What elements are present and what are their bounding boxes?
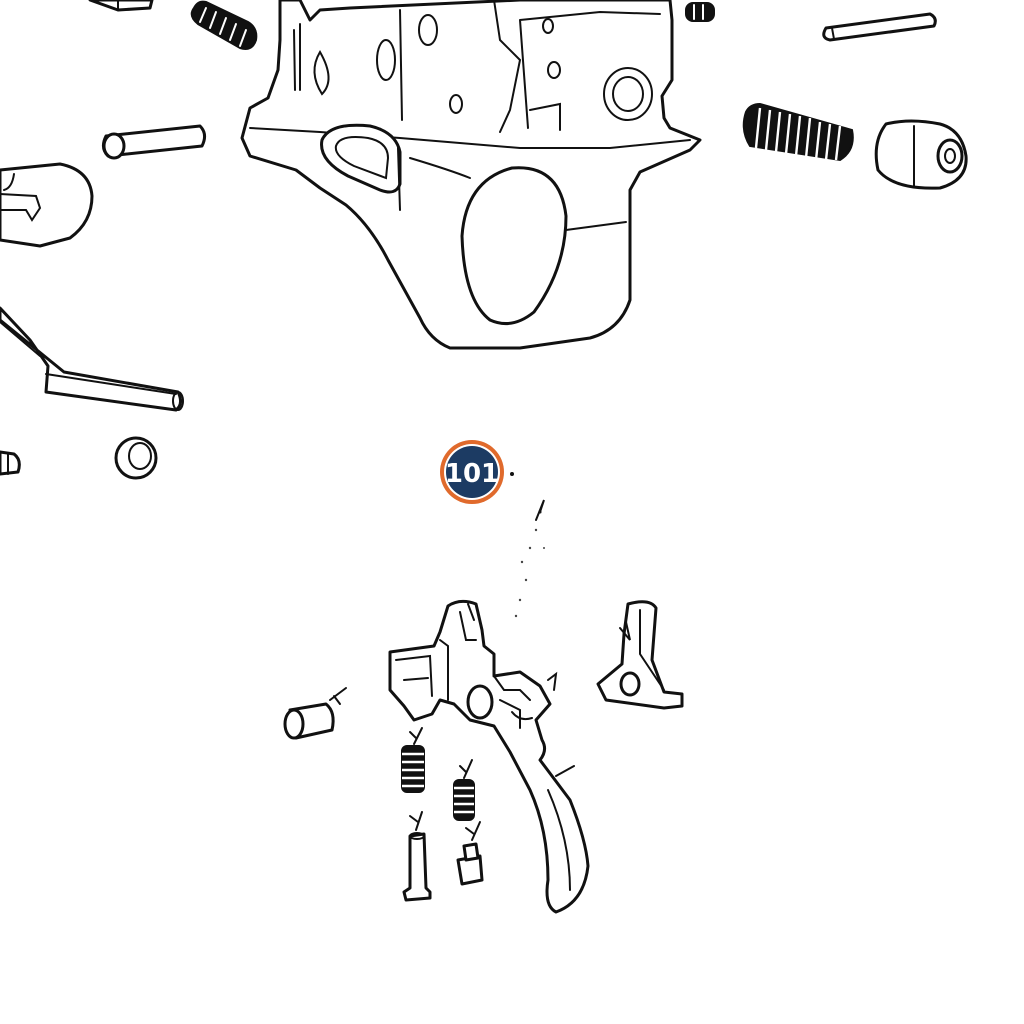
trigger-assembly (388, 599, 590, 914)
long-pin-top-right (822, 12, 937, 42)
safety-lever-part (0, 162, 94, 248)
coil-spring-right (742, 102, 854, 162)
callout-leader-dot (510, 472, 514, 476)
plunger-lower (456, 821, 484, 886)
bushing-lower-left (283, 687, 347, 740)
pin-left-upper (101, 124, 207, 160)
long-lever-left (0, 306, 184, 412)
callout-marker-101[interactable]: 101 (440, 440, 504, 504)
sear-part-right (596, 600, 684, 710)
assembly-guide-dots (514, 499, 545, 618)
callout-number: 101 (445, 459, 499, 489)
trigger-guard-housing (240, 0, 702, 350)
small-pin-left-edge (0, 450, 21, 476)
top-left-clip-part (88, 0, 154, 12)
spring-top-left (190, 0, 258, 50)
end-plug-right (874, 119, 968, 190)
small-dark-plug (685, 2, 715, 22)
trigger-spring-1 (401, 727, 425, 793)
bushing-left (114, 436, 158, 480)
trigger-spring-2 (453, 759, 475, 821)
pivot-pin-lower (402, 811, 432, 902)
